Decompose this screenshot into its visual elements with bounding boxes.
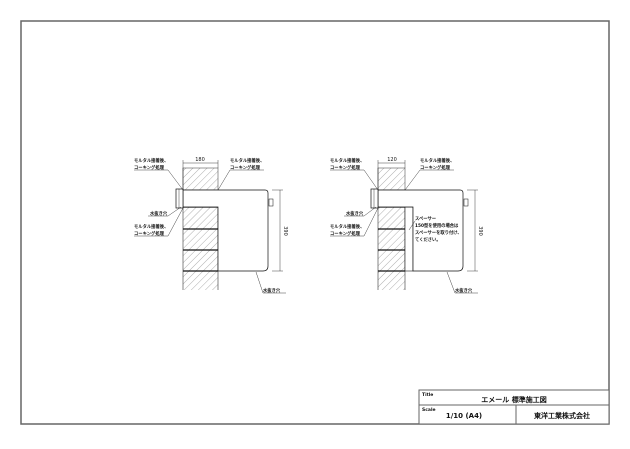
- note-drain-upper-right: 水抜き穴: [346, 210, 364, 217]
- front-flange-right: [370, 188, 379, 209]
- wall-upper-right: [377, 167, 406, 191]
- note-top-right-2: コーキング処理: [420, 164, 451, 171]
- title-block: Title エメール 標準施工図 Scale 1/10 (A4) 東洋工業株式会…: [418, 389, 610, 425]
- note-drain-lower-right: 水抜き穴: [455, 287, 473, 294]
- note-top-right-2: コーキング処理: [230, 164, 261, 171]
- latch-left: [268, 198, 274, 207]
- latch-right: [463, 198, 469, 207]
- spacer: [404, 206, 414, 272]
- company-name: 東洋工業株式会社: [534, 411, 590, 420]
- wall-upper-left: [182, 167, 219, 191]
- spacer-note-3: スペーサーを取り付け、: [415, 229, 462, 236]
- drawing-frame: [20, 20, 610, 425]
- note-top-right-1: モルタル接着後、: [420, 157, 454, 164]
- wall-lower-right: [378, 207, 405, 290]
- note-mid-left-1: モルタル接着後、: [330, 223, 364, 230]
- right-detail: 120 390 モルタル接着後、 コーキング処理 モルタル接着後、 コーキング処…: [330, 157, 483, 294]
- note-top-left-1: モルタル接着後、: [330, 157, 364, 164]
- note-mid-left-2: コーキング処理: [134, 230, 165, 237]
- note-top-left-2: コーキング処理: [330, 164, 361, 171]
- note-drain-lower-left: 水抜き穴: [263, 287, 281, 294]
- left-detail: 180 390 モルタル接着後、 コーキング処理 モルタル接着後、 コーキング処…: [134, 157, 288, 294]
- title-value: エメール 標準施工図: [481, 395, 546, 404]
- spacer-note-2: 150型を使用の場合は: [415, 222, 459, 229]
- front-flange-left: [175, 188, 184, 209]
- note-top-right-1: モルタル接着後、: [230, 157, 264, 164]
- note-top-left-1: モルタル接着後、: [134, 157, 168, 164]
- spacer-note-1: スペーサー: [415, 216, 436, 222]
- note-drain-upper-left: 水抜き穴: [150, 210, 168, 217]
- wall-lower-left: [183, 207, 218, 290]
- scale-label: Scale: [422, 407, 436, 413]
- mailbox-body-left: [182, 189, 269, 272]
- note-top-left-2: コーキング処理: [134, 164, 165, 171]
- title-label: Title: [422, 392, 433, 398]
- note-mid-left-1: モルタル接着後、: [134, 223, 168, 230]
- width-dim-left: 180: [195, 157, 205, 163]
- height-dim-left: 390: [282, 226, 288, 236]
- scale-value: 1/10 (A4): [446, 412, 482, 420]
- spacer-note-4: てください。: [415, 236, 441, 243]
- width-dim-right: 120: [387, 157, 397, 163]
- height-dim-right: 390: [477, 226, 483, 236]
- note-mid-left-2: コーキング処理: [330, 230, 361, 237]
